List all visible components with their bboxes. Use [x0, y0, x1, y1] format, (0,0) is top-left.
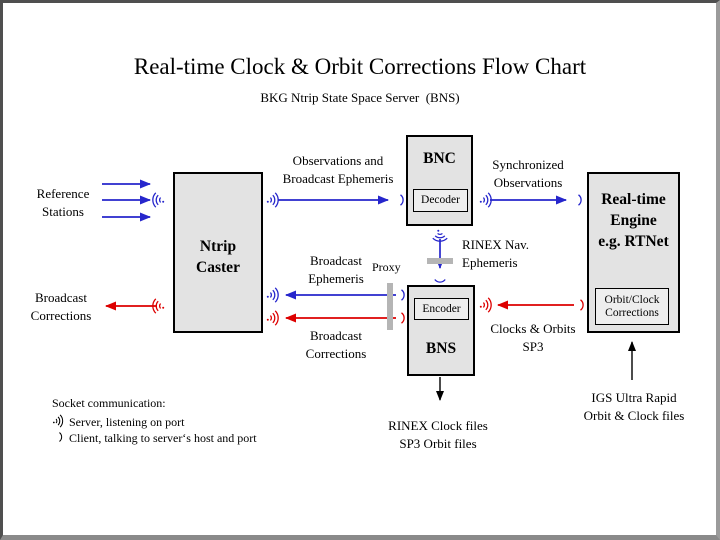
ntrip-caster-box: Ntrip Caster [173, 172, 263, 333]
server-socket-icon-caster-right-ephem [266, 287, 279, 303]
proxy-bar-horizontal [427, 258, 453, 264]
server-socket-icon-caster-left-red [152, 298, 165, 314]
server-socket-icon-caster-left-blue [152, 192, 165, 208]
legend-server-socket-icon [52, 414, 64, 428]
legend-client-label: Client, talking to server‘s host and por… [69, 431, 257, 445]
client-socket-icon-bns-left-blue [400, 289, 405, 301]
legend-server-label: Server, listening on port [69, 415, 185, 429]
legend-title: Socket communication: [52, 396, 166, 410]
server-socket-icon-bns-right [479, 297, 492, 313]
bns-box: Encoder BNS [407, 285, 475, 376]
client-socket-icon-bns-left-red [400, 312, 405, 324]
label-rinex-nav-ephemeris: RINEX Nav.Ephemeris [462, 237, 530, 270]
bnc-box: BNC Decoder [406, 135, 473, 226]
decoder-box: Decoder [413, 189, 468, 212]
server-socket-icon-bnc-right [479, 192, 492, 208]
slide-title: Real-time Clock & Orbit Corrections Flow… [133, 54, 587, 79]
client-socket-icon-bnc-left [399, 194, 404, 206]
encoder-box: Encoder [414, 298, 469, 320]
server-socket-icon-caster-right-obs [266, 192, 279, 208]
bnc-label: BNC [423, 150, 456, 167]
proxy-bar-vertical [387, 283, 393, 330]
client-socket-icon-engine-left-red [579, 299, 584, 311]
ntrip-caster-label: Ntrip Caster [196, 238, 240, 276]
client-socket-icon-bns-top [434, 278, 446, 283]
realtime-engine-label: Real-time Engine e.g. RTNet [598, 191, 669, 250]
label-proxy: Proxy [372, 260, 401, 274]
slide-subtitle: BKG Ntrip State Space Server (BNS) [260, 90, 460, 105]
server-socket-icon-caster-right-corr [266, 310, 279, 326]
client-socket-icon-engine-left-obs [577, 194, 582, 206]
bns-label: BNS [425, 340, 457, 357]
legend-client-socket-icon [58, 432, 63, 442]
server-socket-icon-bnc-bottom [432, 229, 448, 242]
